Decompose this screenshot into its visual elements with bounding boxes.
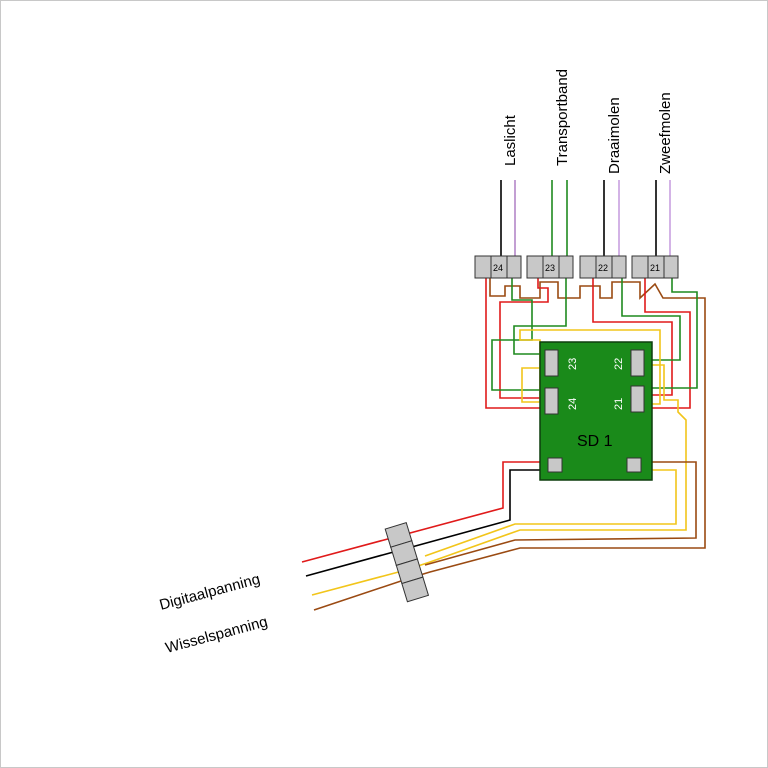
yellow-supply-wire xyxy=(311,364,687,596)
decoder-name: SD 1 xyxy=(577,433,613,450)
brown-power-wire xyxy=(424,461,697,566)
decoder-power-pin-left xyxy=(547,457,563,473)
yellow-loop-wire xyxy=(519,329,661,405)
red-wire-23 xyxy=(499,278,549,399)
yellow-supply-wire-2 xyxy=(424,469,677,557)
input-connector-cell-4 xyxy=(401,576,430,603)
decoder-pin-label-21: 21 xyxy=(613,398,625,410)
output-label-zweefmolen: Zweefmolen xyxy=(657,92,674,174)
red-wire-24 xyxy=(485,278,540,409)
terminal-block-23-left xyxy=(526,255,544,279)
decoder-pin-24 xyxy=(544,387,559,415)
red-wire-22 xyxy=(592,278,673,396)
decoder-pin-label-24: 24 xyxy=(567,398,579,410)
green-wire-21 xyxy=(652,278,698,389)
terminal-block-22-left xyxy=(579,255,597,279)
terminal-blocks xyxy=(474,255,679,279)
terminal-block-21-right xyxy=(663,255,679,279)
decoder-pin-label-22: 22 xyxy=(613,358,625,370)
output-label-transportband: Transportband xyxy=(554,69,571,166)
decoder-pin-22 xyxy=(630,349,645,377)
output-label-laslicht: Laslicht xyxy=(502,114,519,166)
terminal-number-23: 23 xyxy=(545,263,555,273)
green-wire-22 xyxy=(621,278,681,361)
output-label-draaimolen: Draaimolen xyxy=(606,97,623,174)
terminal-block-23-right xyxy=(558,255,574,279)
terminal-block-24-right xyxy=(506,255,522,279)
decoder-pin-21 xyxy=(630,385,645,413)
terminal-number-22: 22 xyxy=(598,263,608,273)
terminal-number-24: 24 xyxy=(493,263,503,273)
black-digital-wire xyxy=(305,469,540,577)
decoder-pin-23 xyxy=(544,349,559,377)
terminal-block-21-left xyxy=(631,255,649,279)
red-digital-wire xyxy=(301,461,540,563)
input-label-switch: Wisselspanning xyxy=(164,613,270,657)
decoder-pin-label-23: 23 xyxy=(567,358,579,370)
green-wire-23 xyxy=(513,278,567,355)
terminal-block-22-right xyxy=(611,255,627,279)
brown-common-wire xyxy=(313,278,706,611)
terminal-block-24-left xyxy=(474,255,492,279)
decoder-power-pin-right xyxy=(626,457,642,473)
input-label-digital: Digitaalpanning xyxy=(158,571,262,614)
input-connector xyxy=(384,521,430,603)
terminal-number-21: 21 xyxy=(650,263,660,273)
